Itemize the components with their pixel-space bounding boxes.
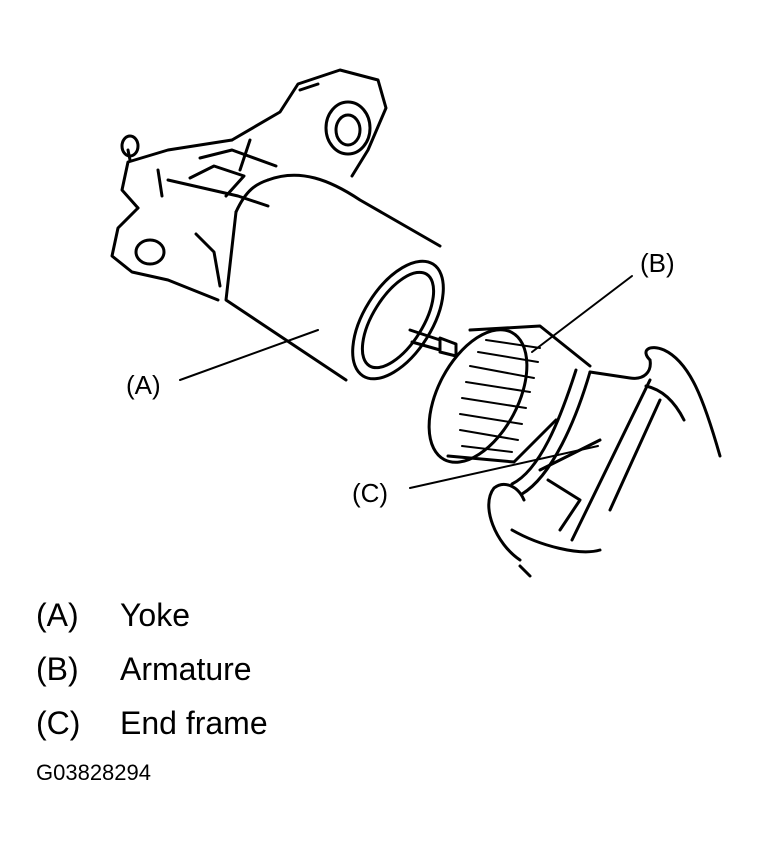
legend-key: (C)	[36, 704, 81, 741]
armature-shaft	[408, 328, 458, 358]
callout-b: (B)	[640, 248, 675, 278]
hands	[487, 346, 722, 578]
legend-item-end-frame: (C) End frame	[36, 696, 268, 750]
legend-key: (B)	[36, 650, 79, 687]
armature	[427, 324, 592, 464]
callout-c: (C)	[352, 478, 389, 508]
legend: (A) Yoke (B) Armature (C) End frame	[36, 588, 268, 750]
figure-id: G03828294	[36, 760, 151, 785]
legend-item-yoke: (A) Yoke	[36, 588, 268, 642]
leader-lines	[179, 275, 633, 489]
yoke	[224, 173, 445, 382]
legend-label: Yoke	[120, 596, 190, 633]
legend-key: (A)	[36, 596, 79, 633]
drive-housing	[110, 68, 388, 302]
starter-exploded-diagram	[110, 68, 722, 578]
legend-label: Armature	[120, 650, 252, 687]
callout-a: (A)	[126, 370, 161, 400]
end-frame	[510, 358, 652, 542]
legend-item-armature: (B) Armature	[36, 642, 268, 696]
legend-label: End frame	[120, 704, 268, 741]
